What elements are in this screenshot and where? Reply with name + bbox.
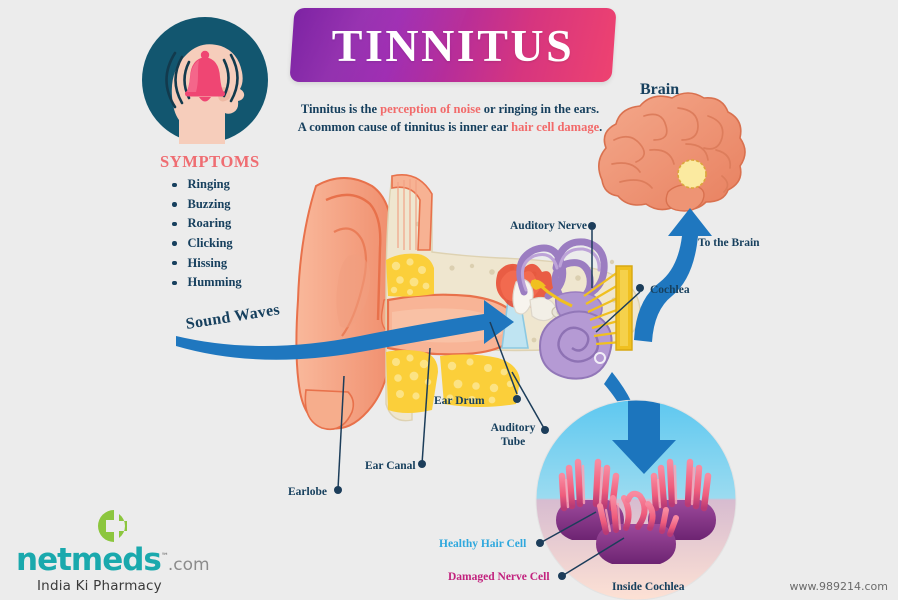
symptom-label: Humming [187,275,242,290]
sound-waves-label: Sound Waves [184,301,282,333]
head-with-ringing-bell-icon [141,16,269,144]
bullet-icon [172,280,177,286]
bullet-icon [172,182,177,188]
inside-cochlea-caption: Inside Cochlea [612,581,685,593]
symptom-label: Hissing [187,255,228,270]
symptom-label: Clicking [187,236,233,251]
healthy-hair-cell-marker [536,539,544,547]
leader-lines [337,230,641,577]
healthy-hair-cell-label: Healthy Hair Cell [439,538,527,550]
auditory-tube-label: Auditory Tube [483,421,543,450]
logo-suffix: .com [167,555,210,575]
ear-drum-marker [513,395,521,403]
netmeds-cross-icon [98,510,127,542]
page-title: TINNITUS [331,19,575,71]
inner-ear-cochlea [516,238,633,380]
damaged-nerve-cell-marker [558,572,566,580]
title-banner: TINNITUS [289,8,617,82]
brain-title-label: Brain [640,81,680,98]
bullet-icon [172,260,177,266]
ear-drum-and-ossicles [496,263,569,349]
logo-trademark: ™ [160,551,169,561]
cochlea-marker [636,284,644,292]
symptoms-heading: SYMPTOMS [160,152,260,171]
list-item: Roaring [172,214,322,234]
netmeds-logo[interactable]: netmeds™.com India Ki Pharmacy [16,508,212,594]
ear-drum-label: Ear Drum [434,395,485,407]
to-the-brain-label: To the Brain [698,237,760,249]
damaged-nerve-cell-label: Damaged Nerve Cell [448,571,550,583]
auditory-tube-line2: Tube [500,436,526,449]
logo-wordmark: netmeds™.com [16,542,212,578]
auditory-tube-line1: Auditory [490,422,536,434]
logo-brand: netmeds [16,542,162,578]
symptom-label: Buzzing [187,196,231,211]
temporal-bone-region [385,174,641,422]
earlobe-label: Earlobe [288,486,327,498]
earlobe-marker [334,486,342,494]
ear-canal-marker [418,460,426,468]
ear-canal [386,293,514,356]
bullet-icon [172,221,177,227]
list-item: Buzzing [172,195,322,215]
inside-cochlea-inset [535,399,737,600]
subtitle-line1-part1: Tinnitus is the [300,102,381,116]
to-cochlea-inset-arrow [604,372,648,440]
subtitle-line2-part1: A common cause of tinnitus is inner ear [297,120,512,135]
subtitle-line2-part2: . [599,120,603,135]
symptom-label: Ringing [187,177,230,192]
subtitle-line2-highlight: hair cell damage [511,120,600,135]
fatty-tissue [386,253,520,413]
inset-down-arrow [612,400,676,474]
ear-drum-membrane [501,299,529,349]
list-item: Humming [172,273,322,293]
subtitle-text: Tinnitus is the perception of noise or r… [270,100,630,136]
bullet-icon [172,202,177,207]
auditory-cortex-highlight [677,159,707,189]
cochlea-label: Cochlea [650,284,690,296]
auditory-tube-marker [541,426,549,434]
subtitle-line1-part2: or ringing in the ears. [480,102,600,116]
list-item: Ringing [172,175,322,195]
damaged-nerve-cell [596,490,679,564]
symptoms-list: Ringing Buzzing Roaring Clicking Hissing… [172,175,322,293]
logo-tagline: India Ki Pharmacy [37,578,162,594]
ear-canal-label: Ear Canal [365,460,416,472]
auditory-nerve-label: Auditory Nerve [510,220,587,232]
subtitle-line1-highlight: perception of noise [380,102,481,116]
watermark-text: www.989214.com [789,580,888,593]
auditory-nerve-marker [588,222,596,230]
healthy-hair-cell-right [648,456,716,540]
bullet-icon [172,241,177,246]
list-item: Clicking [172,234,322,254]
list-item: Hissing [172,253,322,273]
to-the-brain-arrow [634,208,712,342]
healthy-hair-cell-left [556,456,624,540]
symptom-label: Roaring [187,216,232,231]
